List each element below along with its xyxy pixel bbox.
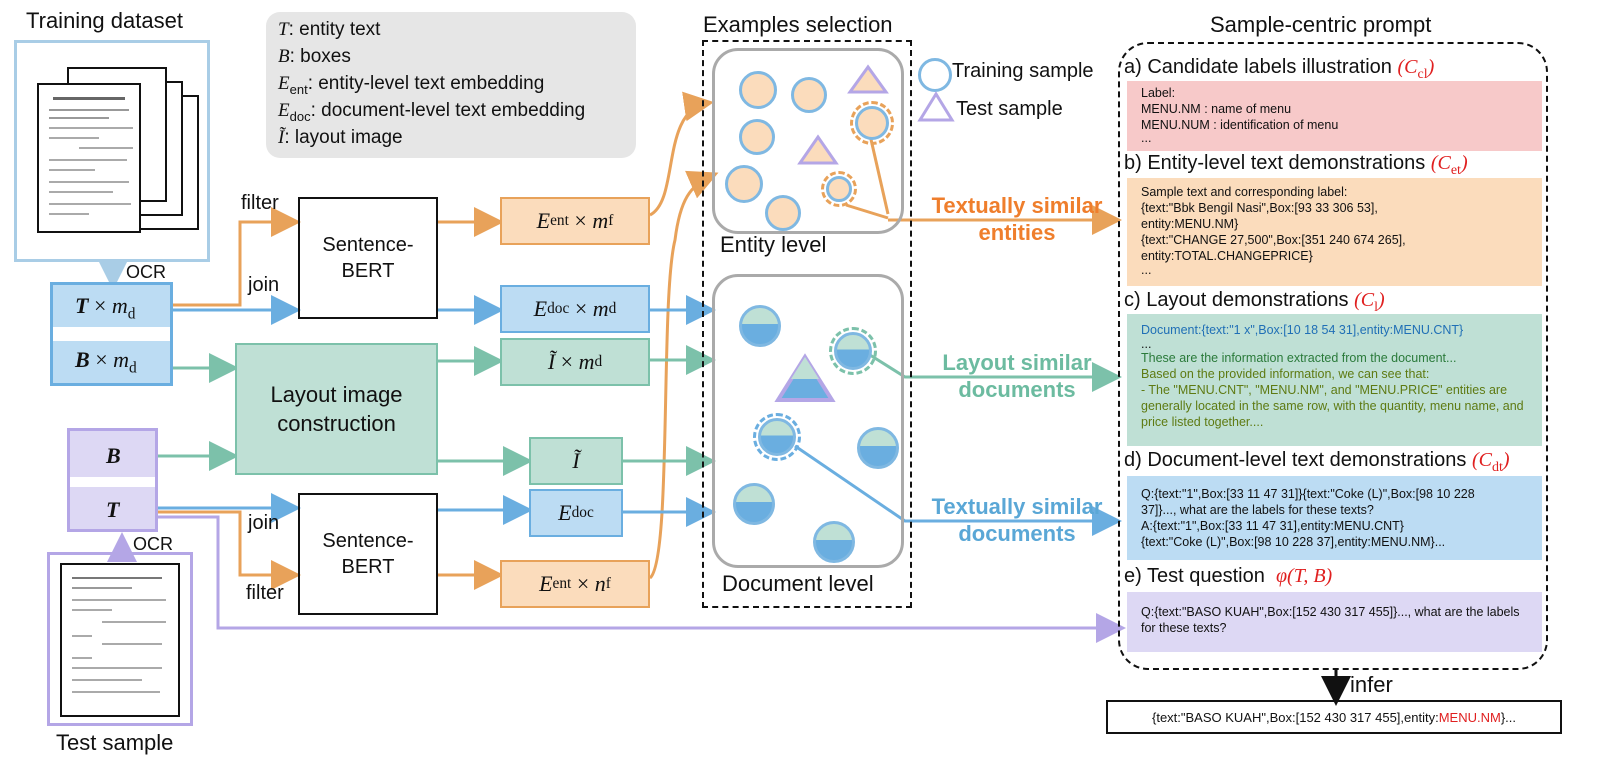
- test-filter-arrow: [158, 510, 301, 590]
- sentence-bert-bottom: Sentence-BERT: [298, 493, 438, 615]
- legend-i: Ĩ: layout image: [278, 127, 403, 148]
- test-question-arrow: [158, 515, 1126, 643]
- legend-b: B: boxes: [278, 46, 351, 67]
- output-label: MENU.NM: [1438, 709, 1501, 725]
- entity-level-panel: [712, 48, 904, 234]
- prompt-c-line: These are the information extracted from…: [1141, 351, 1457, 365]
- join-label-bottom: join: [248, 512, 280, 534]
- prompt-b-line: entity:MENU.NM}: [1141, 217, 1239, 231]
- document-level-panel: [712, 274, 904, 568]
- textually-similar-entities-label: Textually similar entities: [931, 193, 1103, 245]
- prompt-e-title: e) Test question φ(T, B): [1124, 565, 1333, 587]
- prompt-a-title: a) Candidate labels illustration (Ccl): [1124, 56, 1435, 82]
- prompt-b-box: Sample text and corresponding label: {te…: [1127, 178, 1542, 286]
- notation-legend: T: entity text B: boxes Eent: entity-lev…: [266, 12, 636, 158]
- prompt-a-line: ...: [1141, 131, 1152, 145]
- prompt-a-line: MENU.NUM : identification of menu: [1141, 118, 1339, 132]
- prompt-a-line: MENU.NM : name of menu: [1141, 102, 1292, 116]
- examples-selection-title: Examples selection: [703, 12, 893, 37]
- filter-label-top: filter: [241, 192, 279, 214]
- train-t-md: T × md: [75, 293, 136, 323]
- prompt-c-line: Based on the provided information, we ca…: [1141, 367, 1430, 381]
- prompt-b-line: entity:TOTAL.CHANGEPRICE}: [1141, 249, 1313, 263]
- train-tb-block: T × md B × md: [50, 282, 173, 386]
- filter-label-bottom: filter: [246, 582, 284, 604]
- output-box: {text:"BASO KUAH",Box:[152 430 317 455],…: [1106, 700, 1562, 734]
- prompt-c-title: c) Layout demonstrations (Cl): [1124, 289, 1385, 315]
- legend-t: T: entity text: [278, 19, 381, 40]
- prompt-d-line: {text:"Coke (L)",Box:[98 10 228 37],enti…: [1141, 535, 1446, 549]
- training-dataset-frame: [14, 40, 210, 262]
- test-sample-label: Test sample: [956, 98, 1063, 120]
- training-dataset-title: Training dataset: [26, 8, 183, 33]
- output-suffix: }...: [1500, 709, 1517, 725]
- layout-similar-documents-label: Layout similar documents: [942, 350, 1092, 402]
- document-level-label: Document level: [722, 571, 874, 596]
- ocr-label-train: OCR: [126, 262, 166, 282]
- prompt-e-box: Q:{text:"BASO KUAH",Box:[152 430 317 455…: [1127, 592, 1542, 652]
- prompt-e-text: Q:{text:"BASO KUAH",Box:[152 430 317 455…: [1141, 605, 1520, 635]
- prompt-b-title: b) Entity-level text demonstrations (Cet…: [1124, 152, 1468, 178]
- prompt-c-line: ...: [1141, 337, 1152, 351]
- prompt-frame: [1118, 42, 1548, 670]
- prompt-d-line: A:{text:"1",Box:[33 11 47 31],entity:MEN…: [1141, 519, 1404, 533]
- ocr-label-test: OCR: [133, 534, 173, 554]
- test-tb-block: B T: [67, 428, 158, 532]
- test-t: T: [106, 497, 120, 522]
- document-thumbnail: [37, 83, 141, 233]
- training-sample-icon: [918, 58, 952, 92]
- test-sample-frame: [47, 552, 193, 726]
- layout-image-construction: Layout image construction: [235, 343, 438, 475]
- training-sample-label: Training sample: [952, 60, 1094, 82]
- prompt-c-line: Document:{text:"1 x",Box:[10 18 54 31],e…: [1141, 323, 1464, 337]
- prompt-b-line: {text:"CHANGE 27,500",Box:[351 240 674 2…: [1141, 233, 1406, 247]
- prompt-d-title: d) Document-level text demonstrations (C…: [1124, 449, 1510, 475]
- prompt-d-box: Q:{text:"1",Box:[33 11 47 31]}{text:"Cok…: [1127, 476, 1542, 560]
- infer-label: infer: [1350, 672, 1393, 697]
- output-prefix: {text:"BASO KUAH",Box:[152 430 317 455],…: [1151, 709, 1439, 725]
- prompt-b-line: Sample text and corresponding label:: [1141, 185, 1348, 199]
- prompt-d-line: 37]}..., what are the labels for these t…: [1141, 503, 1374, 517]
- prompt-b-line: ...: [1141, 263, 1152, 277]
- i-test: Ĩ: [529, 437, 623, 485]
- prompt-b-line: {text:"Bbk Bengil Nasi",Box:[93 33 306 5…: [1141, 201, 1378, 215]
- examples-selection-frame: [702, 40, 912, 608]
- sentence-bert-top: Sentence-BERT: [298, 197, 438, 319]
- train-filter-arrow: [172, 207, 301, 307]
- sample-centric-prompt-title: Sample-centric prompt: [1210, 12, 1432, 37]
- test-sample-title: Test sample: [56, 730, 174, 755]
- prompt-a-line: Label:: [1141, 86, 1176, 100]
- test-b: B: [106, 443, 121, 468]
- train-b-md: B × md: [75, 347, 137, 377]
- legend-eent: Eent: entity-level text embedding: [278, 73, 545, 97]
- join-label-top: join: [248, 274, 280, 296]
- prompt-a-box: Label: MENU.NM : name of menu MENU.NUM :…: [1127, 81, 1542, 151]
- textually-similar-documents-label: Textually similar documents: [931, 494, 1103, 546]
- test-document-thumbnail: [60, 563, 180, 717]
- prompt-c-line: - The "MENU.CNT", "MENU.NM", and "MENU.P…: [1141, 383, 1524, 429]
- entity-level-label: Entity level: [720, 232, 827, 257]
- legend-edoc: Edoc: document-level text embedding: [278, 100, 586, 124]
- prompt-c-box: Document:{text:"1 x",Box:[10 18 54 31],e…: [1127, 314, 1542, 446]
- prompt-d-line: Q:{text:"1",Box:[33 11 47 31]}{text:"Cok…: [1141, 487, 1475, 501]
